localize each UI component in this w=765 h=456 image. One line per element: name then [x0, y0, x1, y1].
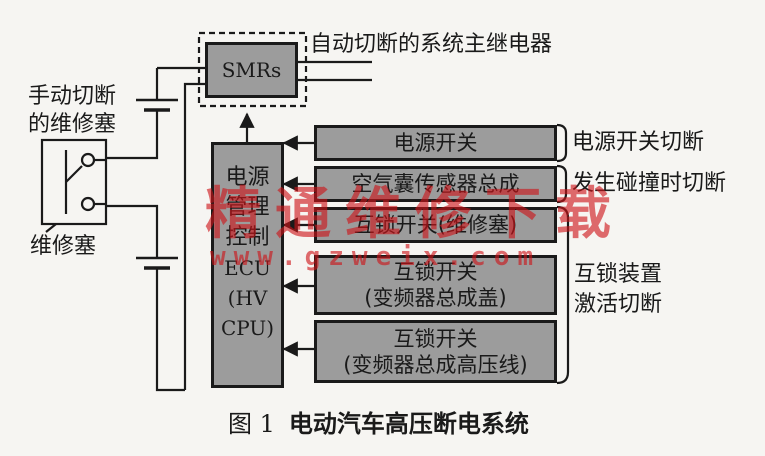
figure-number: 图 1 — [228, 410, 275, 438]
airbag-sensor-text: 空气囊传感器总成 — [351, 172, 520, 196]
interlock-cable-box: 互锁开关 (变频器总成高压线) — [314, 320, 557, 383]
ecu-line-3: 控制 — [225, 225, 270, 250]
figure-caption: 图 1 电动汽车高压断电系统 — [228, 404, 529, 439]
interlock-cable-text-1: 互锁开关 — [393, 326, 478, 351]
wire-to-plug-top — [106, 110, 159, 160]
smrs-dashed-enclosure — [197, 31, 308, 108]
power-switch-box: 电源开关 — [314, 125, 557, 161]
ecu-box: 电源 管理 控制 ECU (HV CPU) — [211, 142, 284, 388]
interlock-cable-text-2: (变频器总成高压线) — [343, 352, 528, 377]
ecu-line-2: 管理 — [225, 195, 270, 220]
interlock-cutoff-label-1: 互锁装置 — [574, 262, 663, 287]
smrs-box: SMRs — [205, 42, 298, 98]
ecu-line-5: (HV — [227, 286, 268, 310]
wire-from-plug-bottom — [106, 204, 159, 258]
watermark-text: 精通维修下载 — [205, 182, 625, 247]
plug-terminal-top — [80, 152, 96, 168]
bracket-interlock — [556, 205, 570, 385]
watermark-url: www.gzweix.com — [210, 242, 542, 272]
manual-cutoff-label-2: 的维修塞 — [28, 112, 117, 137]
power-switch-text: 电源开关 — [393, 131, 478, 155]
power-switch-cutoff-label: 电源开关切断 — [572, 130, 705, 155]
interlock-cutoff-label-2: 激活切断 — [574, 292, 663, 317]
interlock-cover-text-1: 互锁开关 — [393, 260, 478, 284]
plug-terminal-bottom — [80, 196, 96, 212]
plug-switch-blade — [65, 165, 83, 183]
inner-wire — [183, 82, 205, 390]
collision-cutoff-label: 发生碰撞时切断 — [572, 171, 727, 196]
figure-title: 电动汽车高压断电系统 — [288, 410, 529, 438]
interlock-plug-text: 互锁开关(维修塞) — [353, 213, 518, 237]
bracket-collision — [556, 164, 568, 204]
interlock-plug-box: 互锁开关(维修塞) — [314, 207, 557, 243]
smrs-description: 自动切断的系统主继电器 — [310, 32, 553, 57]
ecu-line-1: 电源 — [225, 165, 270, 190]
plug-label-leader — [45, 223, 57, 233]
service-plug-label: 维修塞 — [30, 234, 97, 259]
bracket-power-switch — [556, 123, 568, 163]
service-plug-body — [40, 138, 108, 226]
smrs-label: SMRs — [221, 58, 282, 82]
interlock-cover-box: 互锁开关 (变频器总成盖) — [314, 255, 557, 315]
airbag-sensor-box: 空气囊传感器总成 — [314, 166, 557, 202]
interlock-cover-text-2: (变频器总成盖) — [364, 286, 507, 310]
ecu-line-4: ECU — [224, 256, 271, 280]
manual-cutoff-label-1: 手动切断 — [28, 84, 117, 109]
outer-wire-bottom — [155, 268, 185, 392]
ecu-line-6: CPU) — [220, 316, 275, 340]
